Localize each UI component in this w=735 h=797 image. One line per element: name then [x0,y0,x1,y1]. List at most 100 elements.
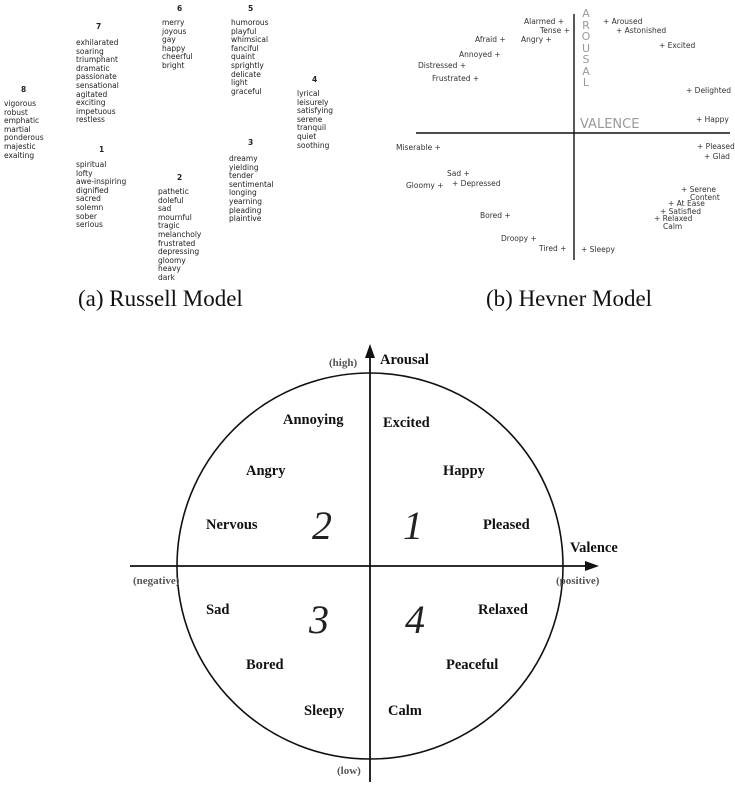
term-angry: Angry + [521,35,552,44]
term-afraid: Afraid + [475,35,506,44]
term-tense: Tense + [540,26,570,35]
word-calm: Calm [388,703,422,719]
russell-word: awe-inspiring [76,177,127,187]
high-label: (high) [329,357,358,369]
russell-word: triumphant [76,55,118,65]
word-pleased: Pleased [483,517,530,533]
russell-word: exhilarated [76,38,119,47]
russell-word: dramatic [76,63,110,73]
term-alarmed: Alarmed + [524,17,565,26]
russell-word: heavy [158,264,181,274]
valence-arrowhead [585,561,599,571]
term-satisfied: + Satisfied [660,207,702,216]
russell-word: majestic [4,141,36,151]
russell-word: vigorous [4,99,37,108]
group-5-number: 5 [248,4,254,13]
term-annoyed: Annoyed + [459,50,501,59]
term-depressed: + Depressed [452,179,501,188]
low-label: (low) [337,765,361,777]
russell-word: humorous [231,18,269,27]
russell-word: restless [76,115,105,125]
russell-word: longing [229,188,257,198]
russell-word: tranquil [297,123,327,133]
russell-word: sensational [76,80,119,90]
russell-word: doleful [158,195,184,205]
russell-caption: (a) Russell Model [78,286,243,311]
russell-word: impetuous [76,106,116,116]
russell-word: ponderous [4,133,44,143]
russell-word: sacred [76,194,101,204]
russell-word: lyrical [297,89,320,98]
russell-word: exalting [4,150,35,160]
russell-word: depressing [158,247,200,257]
negative-label: (negative) [133,575,180,587]
term-pleased: + Pleased [697,142,735,151]
russell-word: passionate [76,72,117,82]
term-miserable: Miserable + [396,143,441,152]
word-angry: Angry [246,463,286,479]
russell-word: light [231,78,248,88]
russell-word: yielding [229,162,259,172]
russell-word: quaint [231,52,255,62]
word-annoying: Annoying [283,412,344,428]
russell-word: serious [76,220,103,230]
russell-word: whimsical [231,35,269,45]
word-sad: Sad [206,602,230,618]
russell-word: dreamy [229,154,258,163]
russell-word: joyous [162,26,187,36]
arousal-arrowhead [365,344,375,358]
word-nervous: Nervous [206,517,258,533]
russell-word: tragic [158,221,180,231]
term-serene: + Serene [681,185,716,194]
word-peaceful: Peaceful [446,657,499,673]
term-tired: Tired + [539,244,567,253]
russell-word: sober [76,211,97,221]
russell-word: delicate [231,69,261,79]
russell-word: playful [231,26,257,36]
group-6-number: 6 [177,4,183,13]
group-7-number: 7 [96,22,102,31]
word-relaxed: Relaxed [478,602,528,618]
group-4-number: 4 [312,75,318,84]
russell-word: serene [297,114,323,124]
word-sleepy: Sleepy [304,703,345,719]
group-3-number: 3 [248,138,254,147]
term-bored: Bored + [480,211,511,220]
term-glad: + Glad [704,152,730,161]
russell-word: dignified [76,185,109,195]
term-at-ease: + At Ease [668,199,705,208]
russell-word: melancholy [158,229,202,239]
russell-word: yearning [229,196,262,206]
russell-word: pleading [229,205,262,215]
quadrant-2: 2 [312,503,332,548]
term-gloomy: Gloomy + [406,181,444,190]
term-sleepy: + Sleepy [581,245,615,254]
hevner-valence-label: VALENCE [580,117,640,132]
russell-word: leisurely [297,97,329,107]
quadrant-3: 3 [309,597,329,642]
russell-word: solemn [76,202,104,212]
positive-label: (positive) [556,575,600,587]
russell-word: soaring [76,46,104,56]
russell-word: sentimental [229,179,274,189]
group-8-number: 8 [21,85,27,94]
russell-word: graceful [231,86,262,96]
russell-word: soothing [297,140,330,150]
russell-word: plaintive [229,214,262,224]
russell-word: bright [162,60,185,70]
term-happy: + Happy [696,115,729,124]
term-delighted: + Delighted [686,86,732,95]
term-aroused: + Aroused [603,17,643,26]
russell-word: spiritual [76,160,107,169]
term-excited: + Excited [659,41,696,50]
